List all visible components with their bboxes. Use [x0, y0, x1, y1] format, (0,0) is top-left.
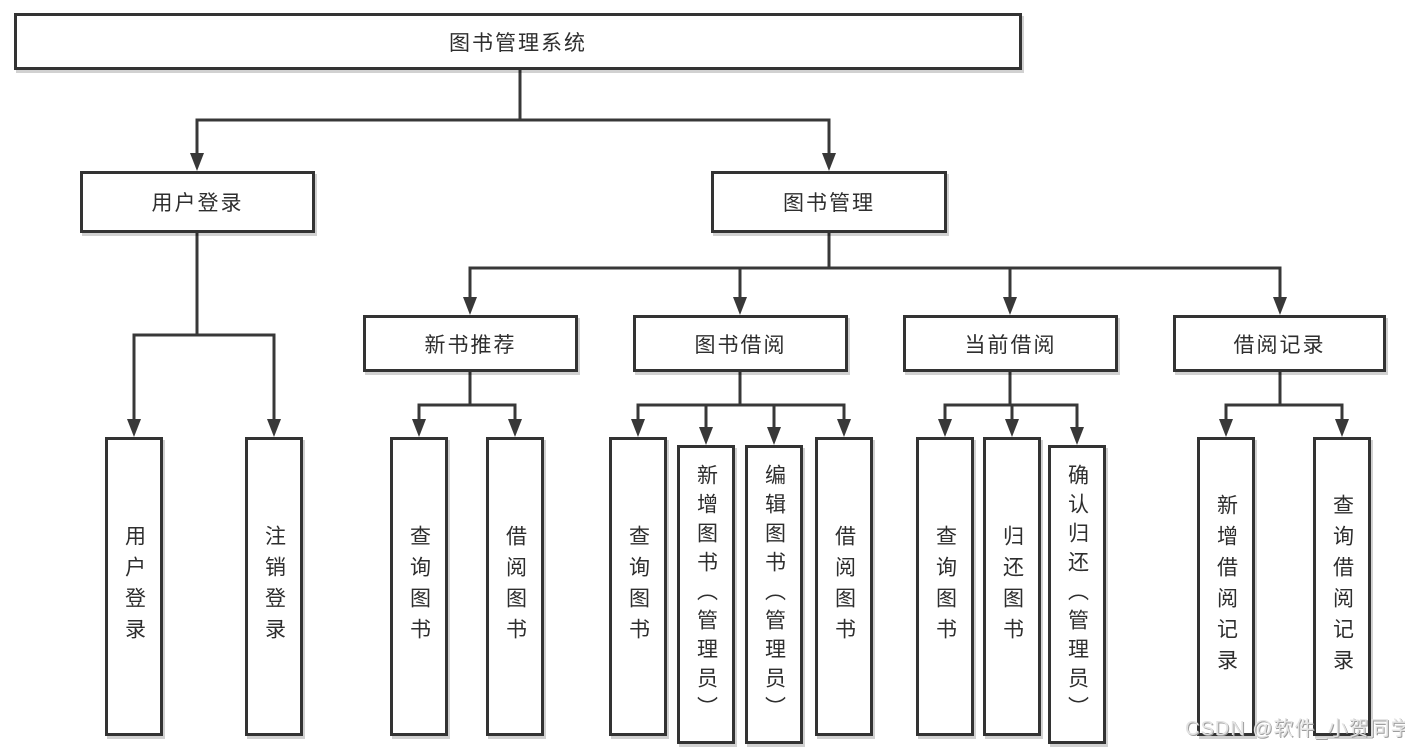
leaf-query-borrow-record-label: 查询借阅记录: [1330, 493, 1354, 680]
leaf-user-login-label: 用户登录: [122, 524, 146, 649]
node-book-borrow-label: 图书借阅: [694, 333, 787, 357]
leaf-edit-book-admin-label: 编辑图书（管理员）: [762, 464, 786, 725]
connector-user-login-to-children: [132, 231, 276, 422]
leaf-query-book-newrec: 查询图书: [390, 437, 448, 736]
arrowheads-new-book-children: [412, 419, 522, 437]
node-new-book-recommend-label: 新书推荐: [424, 333, 517, 357]
leaf-query-book-borrow: 查询图书: [609, 437, 667, 736]
arrowheads-level2: [190, 153, 836, 171]
node-book-borrow: 图书借阅: [633, 315, 848, 372]
node-user-login: 用户登录: [80, 171, 315, 233]
connector-root-to-level2: [195, 68, 831, 160]
connector-book-borrow-to-children: [636, 370, 846, 430]
node-root: 图书管理系统: [14, 13, 1022, 70]
arrowheads-user-login-children: [127, 419, 281, 437]
leaf-borrow-book-borrow-label: 借阅图书: [832, 524, 856, 649]
node-borrow-record-label: 借阅记录: [1233, 333, 1326, 357]
arrowheads-level3: [463, 297, 1287, 315]
node-current-borrow: 当前借阅: [903, 315, 1118, 372]
connector-current-borrow-to-children: [943, 370, 1079, 430]
leaf-add-book-admin: 新增图书（管理员）: [677, 445, 735, 744]
node-user-login-label: 用户登录: [151, 192, 244, 215]
leaf-query-book-borrow-label: 查询图书: [626, 524, 650, 649]
leaf-return-book-label: 归还图书: [1000, 524, 1024, 649]
leaf-return-book: 归还图书: [983, 437, 1041, 736]
leaf-borrow-book-borrow: 借阅图书: [815, 437, 873, 736]
connector-borrow-record-to-children: [1224, 370, 1344, 422]
node-book-mgmt: 图书管理: [711, 171, 947, 233]
leaf-query-book-current: 查询图书: [916, 437, 974, 736]
connector-new-book-to-children: [417, 370, 517, 422]
leaf-add-borrow-record-label: 新增借阅记录: [1214, 493, 1238, 680]
leaf-borrow-book-newrec: 借阅图书: [486, 437, 544, 736]
leaf-query-book-current-label: 查询图书: [933, 524, 957, 649]
arrowheads-book-borrow-children: [631, 419, 851, 445]
connector-book-mgmt-to-level3: [468, 231, 1282, 300]
leaf-add-book-admin-label: 新增图书（管理员）: [694, 464, 718, 725]
leaf-add-borrow-record: 新增借阅记录: [1197, 437, 1255, 736]
leaf-logout-login: 注销登录: [245, 437, 303, 736]
arrowheads-borrow-record-children: [1219, 419, 1349, 437]
node-new-book-recommend: 新书推荐: [363, 315, 578, 372]
leaf-logout-login-label: 注销登录: [262, 524, 286, 649]
csdn-watermark: CSDN @软件_小贺同学: [1185, 718, 1405, 740]
leaf-borrow-book-newrec-label: 借阅图书: [503, 524, 527, 649]
node-current-borrow-label: 当前借阅: [964, 333, 1057, 357]
leaf-confirm-return-admin: 确认归还（管理员）: [1048, 445, 1106, 744]
leaf-confirm-return-admin-label: 确认归还（管理员）: [1065, 464, 1089, 725]
node-book-mgmt-label: 图书管理: [783, 192, 875, 215]
node-borrow-record: 借阅记录: [1173, 315, 1386, 372]
arrowheads-current-borrow-children: [938, 419, 1084, 445]
node-root-label: 图书管理系统: [449, 31, 587, 55]
leaf-user-login: 用户登录: [105, 437, 163, 736]
leaf-query-borrow-record: 查询借阅记录: [1313, 437, 1371, 736]
leaf-query-book-newrec-label: 查询图书: [407, 524, 431, 649]
leaf-edit-book-admin: 编辑图书（管理员）: [745, 445, 803, 744]
